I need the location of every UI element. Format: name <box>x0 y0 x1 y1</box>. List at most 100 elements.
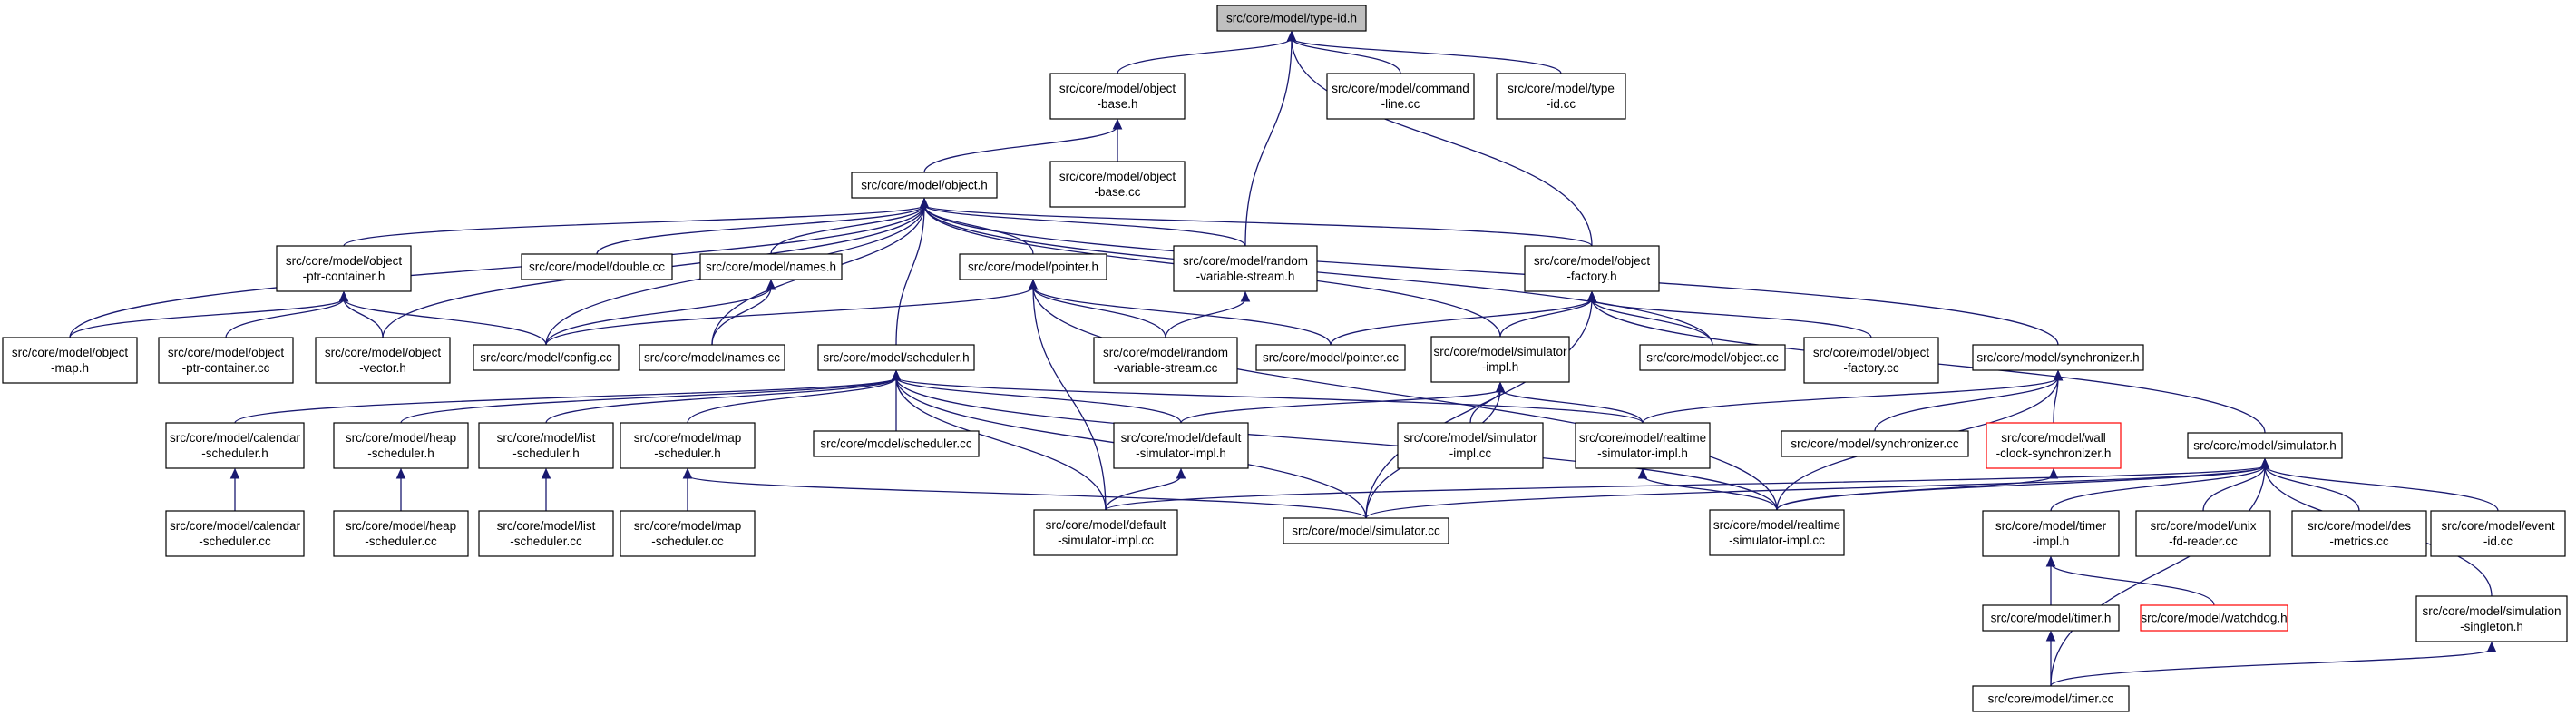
edge-type_id_h-to-random_variable_stream_h <box>1244 30 1297 247</box>
edge-arrowhead <box>338 290 349 302</box>
edge-line <box>1499 298 1593 338</box>
node-timer-h[interactable]: src/core/model/timer.h <box>1982 604 2120 632</box>
edge-object_ptr_container_h-to-config_cc <box>338 290 547 346</box>
node-box <box>1972 685 2130 712</box>
edge-arrowhead <box>919 197 930 209</box>
node-type-id-h[interactable]: src/core/model/type-id.h <box>1216 5 1367 32</box>
edge-object_h-to-synchronizer_h <box>919 197 2059 346</box>
node-scheduler-cc[interactable]: src/core/model/scheduler.cc <box>813 430 980 457</box>
node-wall-clock-synchronizer-h[interactable]: src/core/model/wall-clock-synchronizer.h <box>1986 422 2122 469</box>
node-label: src/core/model/pointer.h <box>968 260 1098 274</box>
node-label: src/core/model/random <box>1103 346 1228 359</box>
node-box <box>2187 432 2343 459</box>
node-event-id-cc[interactable]: src/core/model/event-id.cc <box>2430 510 2566 557</box>
node-label: -simulator-impl.cc <box>1729 534 1825 547</box>
node-simulator-impl-cc[interactable]: src/core/model/simulator-impl.cc <box>1397 422 1544 469</box>
node-box <box>1986 422 2122 469</box>
edge-line <box>687 475 1367 519</box>
edge-line <box>1180 388 1501 424</box>
edge-line <box>2050 648 2493 687</box>
node-list-scheduler-h[interactable]: src/core/model/list-scheduler.h <box>478 422 614 469</box>
edge-arrowhead <box>2045 630 2056 642</box>
edge-line <box>343 298 384 338</box>
node-box <box>959 253 1107 280</box>
node-names-h[interactable]: src/core/model/names.h <box>699 253 843 280</box>
node-default-simulator-impl-cc[interactable]: src/core/model/default-simulator-impl.cc <box>1033 509 1178 556</box>
node-config-cc[interactable]: src/core/model/config.cc <box>473 344 620 371</box>
node-synchronizer-h[interactable]: src/core/model/synchronizer.h <box>1972 344 2144 371</box>
edge-arrowhead <box>2486 641 2497 652</box>
node-label: src/core/model/watchdog.h <box>2141 612 2287 625</box>
node-label: -id.cc <box>1547 97 1576 111</box>
node-object-cc[interactable]: src/core/model/object.cc <box>1639 344 1786 371</box>
node-label: -metrics.cc <box>2329 535 2388 548</box>
node-simulation-singleton-h[interactable]: src/core/model/simulation-singleton.h <box>2415 595 2568 642</box>
node-double-cc[interactable]: src/core/model/double.cc <box>521 253 673 280</box>
node-label: src/core/model/des <box>2308 519 2411 533</box>
node-label: src/core/model/synchronizer.cc <box>1791 437 1959 451</box>
node-pointer-cc[interactable]: src/core/model/pointer.cc <box>1255 344 1406 371</box>
edge-line <box>1642 377 2059 424</box>
node-random-variable-stream-h[interactable]: src/core/model/random-variable-stream.h <box>1173 245 1318 292</box>
node-list-scheduler-cc[interactable]: src/core/model/list-scheduler.cc <box>478 510 614 557</box>
node-simulator-h[interactable]: src/core/model/simulator.h <box>2187 432 2343 459</box>
edge-line <box>1032 286 1166 338</box>
node-type-id-cc[interactable]: src/core/model/type-id.cc <box>1496 73 1626 120</box>
edge-scheduler_h-to-heap_scheduler_h <box>400 369 902 424</box>
edge-heap_scheduler_h-to-heap_scheduler_cc <box>395 467 406 511</box>
edge-line <box>2050 465 2266 512</box>
node-realtime-simulator-impl-h[interactable]: src/core/model/realtime-simulator-impl.h <box>1575 422 1711 469</box>
node-unix-fd-reader-cc[interactable]: src/core/model/unix-fd-reader.cc <box>2135 510 2271 557</box>
node-heap-scheduler-h[interactable]: src/core/model/heap-scheduler.h <box>333 422 469 469</box>
node-default-simulator-impl-h[interactable]: src/core/model/default-simulator-impl.h <box>1113 422 1249 469</box>
edge-line <box>1032 286 1332 346</box>
node-synchronizer-cc[interactable]: src/core/model/synchronizer.cc <box>1781 430 1969 457</box>
node-object-base-h[interactable]: src/core/model/object-base.h <box>1049 73 1186 120</box>
node-box <box>1575 422 1711 469</box>
node-box <box>817 344 975 371</box>
node-realtime-simulator-impl-cc[interactable]: src/core/model/realtime-simulator-impl.c… <box>1709 509 1845 556</box>
node-object-base-cc[interactable]: src/core/model/object-base.cc <box>1049 161 1186 208</box>
node-object-vector-h[interactable]: src/core/model/object-vector.h <box>315 337 451 384</box>
node-timer-cc[interactable]: src/core/model/timer.cc <box>1972 685 2130 712</box>
node-pointer-h[interactable]: src/core/model/pointer.h <box>959 253 1107 280</box>
node-box <box>333 422 469 469</box>
edge-arrowhead <box>541 467 551 479</box>
node-names-cc[interactable]: src/core/model/names.cc <box>639 344 785 371</box>
node-heap-scheduler-cc[interactable]: src/core/model/heap-scheduler.cc <box>333 510 469 557</box>
node-map-scheduler-h[interactable]: src/core/model/map-scheduler.h <box>620 422 756 469</box>
node-label: -fd-reader.cc <box>2169 535 2238 548</box>
edge-line <box>2050 465 2266 687</box>
node-calendar-scheduler-cc[interactable]: src/core/model/calendar-scheduler.cc <box>165 510 305 557</box>
edge-realtime_simulator_impl_h-to-realtime_simulator_impl_cc <box>1637 467 1778 511</box>
node-object-ptr-container-h[interactable]: src/core/model/object-ptr-container.h <box>276 245 412 292</box>
node-simulator-impl-h[interactable]: src/core/model/simulator-impl.h <box>1430 336 1570 383</box>
node-watchdog-h[interactable]: src/core/model/watchdog.h <box>2140 604 2288 632</box>
node-box <box>2 337 138 384</box>
node-label: src/core/model/simulator <box>1403 431 1537 445</box>
node-object-ptr-container-cc[interactable]: src/core/model/object-ptr-container.cc <box>158 337 294 384</box>
node-scheduler-h[interactable]: src/core/model/scheduler.h <box>817 344 975 371</box>
node-object-h[interactable]: src/core/model/object.h <box>851 172 998 199</box>
node-label: -ptr-container.h <box>303 270 385 283</box>
edge-line <box>1642 475 1778 511</box>
node-label: -scheduler.h <box>201 446 268 460</box>
node-box <box>1049 73 1186 120</box>
node-map-scheduler-cc[interactable]: src/core/model/map-scheduler.cc <box>620 510 756 557</box>
node-timer-impl-h[interactable]: src/core/model/timer-impl.h <box>1982 510 2120 557</box>
node-box <box>1982 604 2120 632</box>
node-label: -line.cc <box>1381 97 1420 111</box>
node-object-factory-cc[interactable]: src/core/model/object-factory.cc <box>1803 337 1939 384</box>
node-random-variable-stream-cc[interactable]: src/core/model/random-variable-stream.cc <box>1093 337 1238 384</box>
node-box <box>1216 5 1367 32</box>
node-des-metrics-cc[interactable]: src/core/model/des -metrics.cc <box>2291 510 2427 557</box>
node-simulator-cc[interactable]: src/core/model/simulator.cc <box>1283 517 1449 544</box>
node-object-map-h[interactable]: src/core/model/object-map.h <box>2 337 138 384</box>
node-box <box>1982 510 2120 557</box>
node-object-factory-h[interactable]: src/core/model/object-factory.h <box>1524 245 1660 292</box>
edge-arrowhead <box>891 369 902 381</box>
node-label: -scheduler.cc <box>199 535 271 548</box>
node-calendar-scheduler-h[interactable]: src/core/model/calendar-scheduler.h <box>165 422 305 469</box>
edge-type_id_h-to-object_factory_h <box>1286 30 1593 247</box>
node-command-line-cc[interactable]: src/core/model/command-line.cc <box>1326 73 1475 120</box>
